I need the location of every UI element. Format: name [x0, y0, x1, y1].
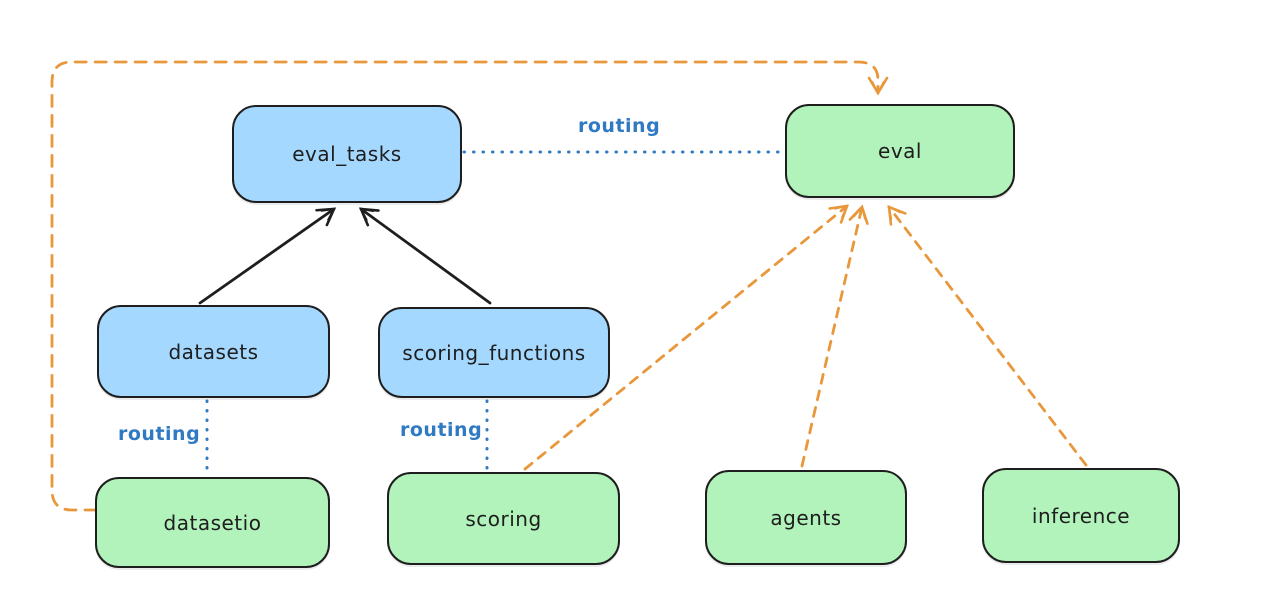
edge-label-routing-left: routing: [118, 423, 201, 445]
node-datasets: datasets: [97, 305, 330, 398]
node-agents-label: agents: [770, 505, 842, 530]
edge-agents-to-eval: [800, 204, 869, 468]
node-datasetio-label: datasetio: [163, 510, 262, 535]
edge-scoring-functions-to-eval-tasks: [358, 207, 492, 305]
node-scoring-functions: scoring_functions: [378, 307, 610, 398]
node-scoring-functions-label: scoring_functions: [402, 340, 586, 365]
node-eval: eval: [785, 104, 1015, 198]
node-inference: inference: [982, 468, 1180, 563]
node-eval-tasks-label: eval_tasks: [292, 142, 402, 166]
node-eval-tasks: eval_tasks: [232, 105, 462, 203]
node-eval-label: eval: [878, 139, 922, 163]
edge-inference-to-eval: [887, 204, 1088, 467]
edge-label-routing-top: routing: [578, 115, 661, 137]
node-scoring: scoring: [387, 472, 620, 565]
node-agents: agents: [705, 470, 907, 565]
edge-datasets-to-eval-tasks: [198, 207, 337, 305]
edge-datasetio-to-eval: [50, 60, 889, 512]
node-inference-label: inference: [1031, 503, 1131, 528]
node-datasetio: datasetio: [95, 477, 330, 568]
node-scoring-label: scoring: [465, 506, 542, 531]
edge-label-routing-middle: routing: [400, 419, 483, 441]
node-datasets-label: datasets: [168, 339, 259, 364]
edge-scoring-to-eval: [523, 204, 849, 471]
